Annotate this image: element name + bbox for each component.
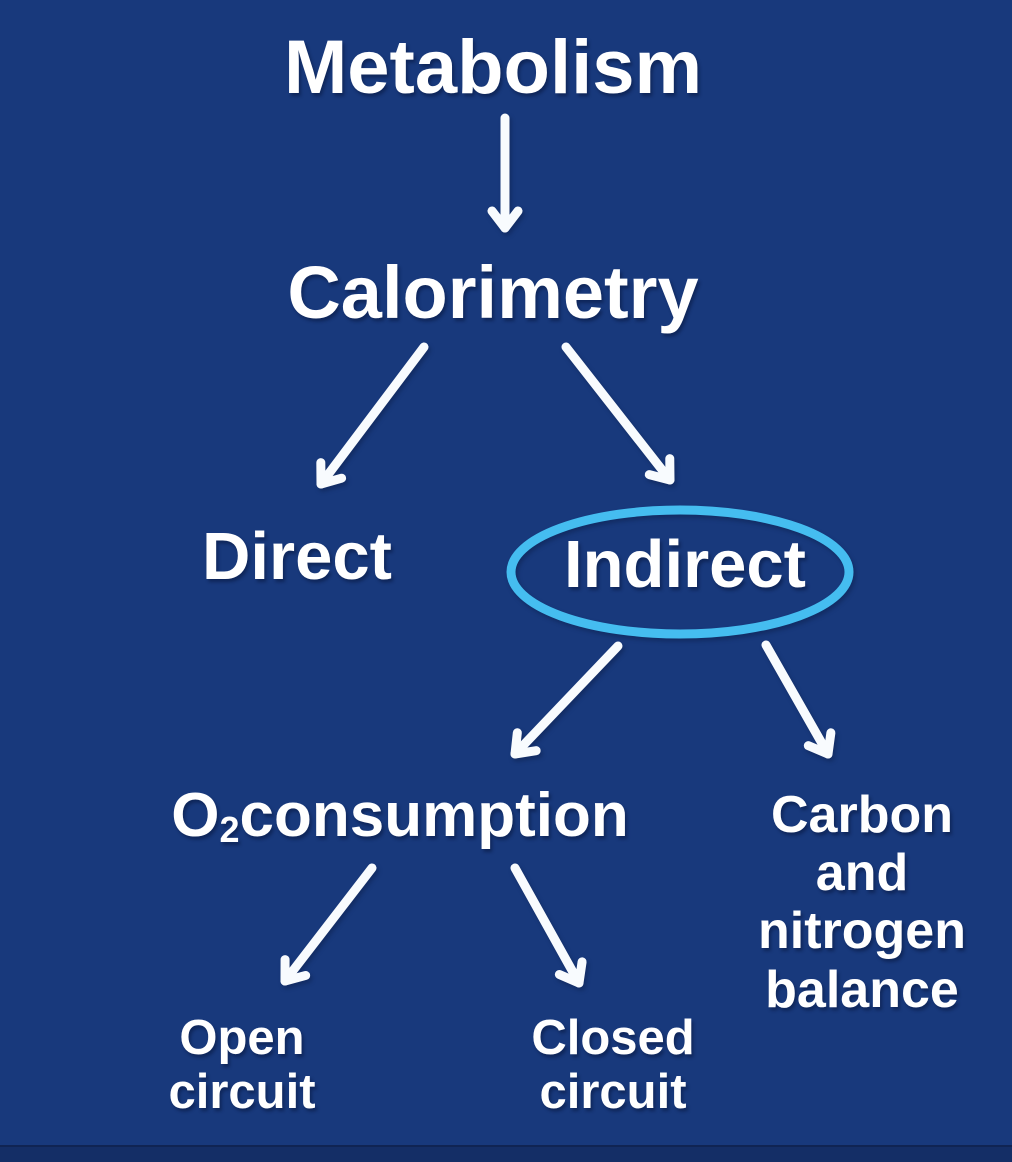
- node-closed-circuit: Closed circuit: [531, 1011, 695, 1119]
- arrow-indirect-to-carbon-nitrogen: [761, 640, 836, 759]
- node-direct: Direct: [202, 519, 392, 594]
- o2-suffix: consumption: [239, 781, 629, 850]
- node-o2-consumption: O2consumption: [171, 781, 629, 851]
- arrow-calorimetry-to-direct: [316, 342, 429, 489]
- arrow-o2-to-open-circuit: [280, 863, 377, 986]
- node-calorimetry: Calorimetry: [287, 251, 699, 334]
- o2-prefix: O: [171, 781, 220, 850]
- arrow-calorimetry-to-indirect: [561, 342, 675, 485]
- arrow-o2-to-closed-circuit: [510, 863, 587, 988]
- o2-subscript: 2: [219, 809, 240, 851]
- arrow-indirect-to-o2-consumption: [510, 641, 623, 759]
- node-metabolism: Metabolism: [283, 25, 703, 110]
- node-indirect: Indirect: [564, 527, 806, 602]
- node-carbon-nitrogen-balance: Carbon and nitrogen balance: [758, 786, 966, 1019]
- node-open-circuit: Open circuit: [168, 1011, 316, 1119]
- bottom-shade-strip: [0, 1145, 1012, 1162]
